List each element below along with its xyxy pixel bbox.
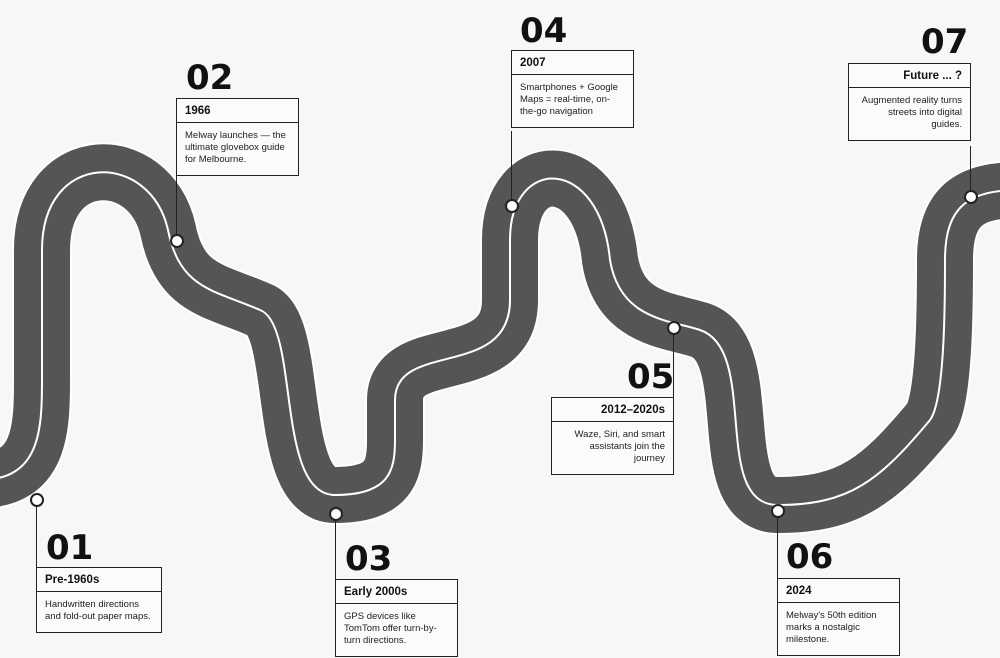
milestone-description: Augmented reality turns streets into dig… (849, 88, 970, 140)
milestone-year: Early 2000s (336, 580, 457, 604)
leader-line (36, 499, 37, 567)
milestone-marker (771, 504, 785, 518)
milestone-marker (30, 493, 44, 507)
milestone-year: Pre-1960s (37, 568, 161, 592)
milestone-year: 1966 (177, 99, 298, 123)
milestone-year: 2012–2020s (552, 398, 673, 422)
milestone-description: Melway's 50th edition marks a nostalgic … (778, 603, 899, 655)
milestone-card: 2024 Melway's 50th edition marks a nosta… (777, 578, 900, 656)
milestone-description: Smartphones + Google Maps = real-time, o… (512, 75, 633, 127)
milestone-description: GPS devices like TomTom offer turn-by-tu… (336, 604, 457, 656)
milestone-number: 05 (627, 360, 674, 394)
milestone-description: Waze, Siri, and smart assistants join th… (552, 422, 673, 474)
milestone-card: Future ... ? Augmented reality turns str… (848, 63, 971, 141)
milestone-card: 2007 Smartphones + Google Maps = real-ti… (511, 50, 634, 128)
milestone-description: Handwritten directions and fold-out pape… (37, 592, 161, 632)
milestone-marker (964, 190, 978, 204)
milestone-year: Future ... ? (849, 64, 970, 88)
milestone-card: 2012–2020s Waze, Siri, and smart assista… (551, 397, 674, 475)
milestone-card: 1966 Melway launches — the ultimate glov… (176, 98, 299, 176)
leader-line (777, 510, 778, 578)
milestone-description: Melway launches — the ultimate glovebox … (177, 123, 298, 175)
milestone-card: Early 2000s GPS devices like TomTom offe… (335, 579, 458, 657)
milestone-year: 2024 (778, 579, 899, 603)
leader-line (176, 174, 177, 240)
leader-line (335, 513, 336, 579)
milestone-marker (329, 507, 343, 521)
milestone-number: 04 (520, 14, 567, 48)
milestone-marker (170, 234, 184, 248)
milestone-number: 07 (921, 25, 968, 59)
milestone-card: Pre-1960s Handwritten directions and fol… (36, 567, 162, 633)
milestone-number: 03 (345, 542, 392, 576)
milestone-year: 2007 (512, 51, 633, 75)
milestone-number: 06 (786, 540, 833, 574)
road-surface (0, 172, 1000, 505)
milestone-number: 01 (46, 531, 93, 565)
milestone-number: 02 (186, 61, 233, 95)
leader-line (511, 131, 512, 205)
milestone-marker (667, 321, 681, 335)
leader-line (970, 146, 971, 196)
milestone-marker (505, 199, 519, 213)
